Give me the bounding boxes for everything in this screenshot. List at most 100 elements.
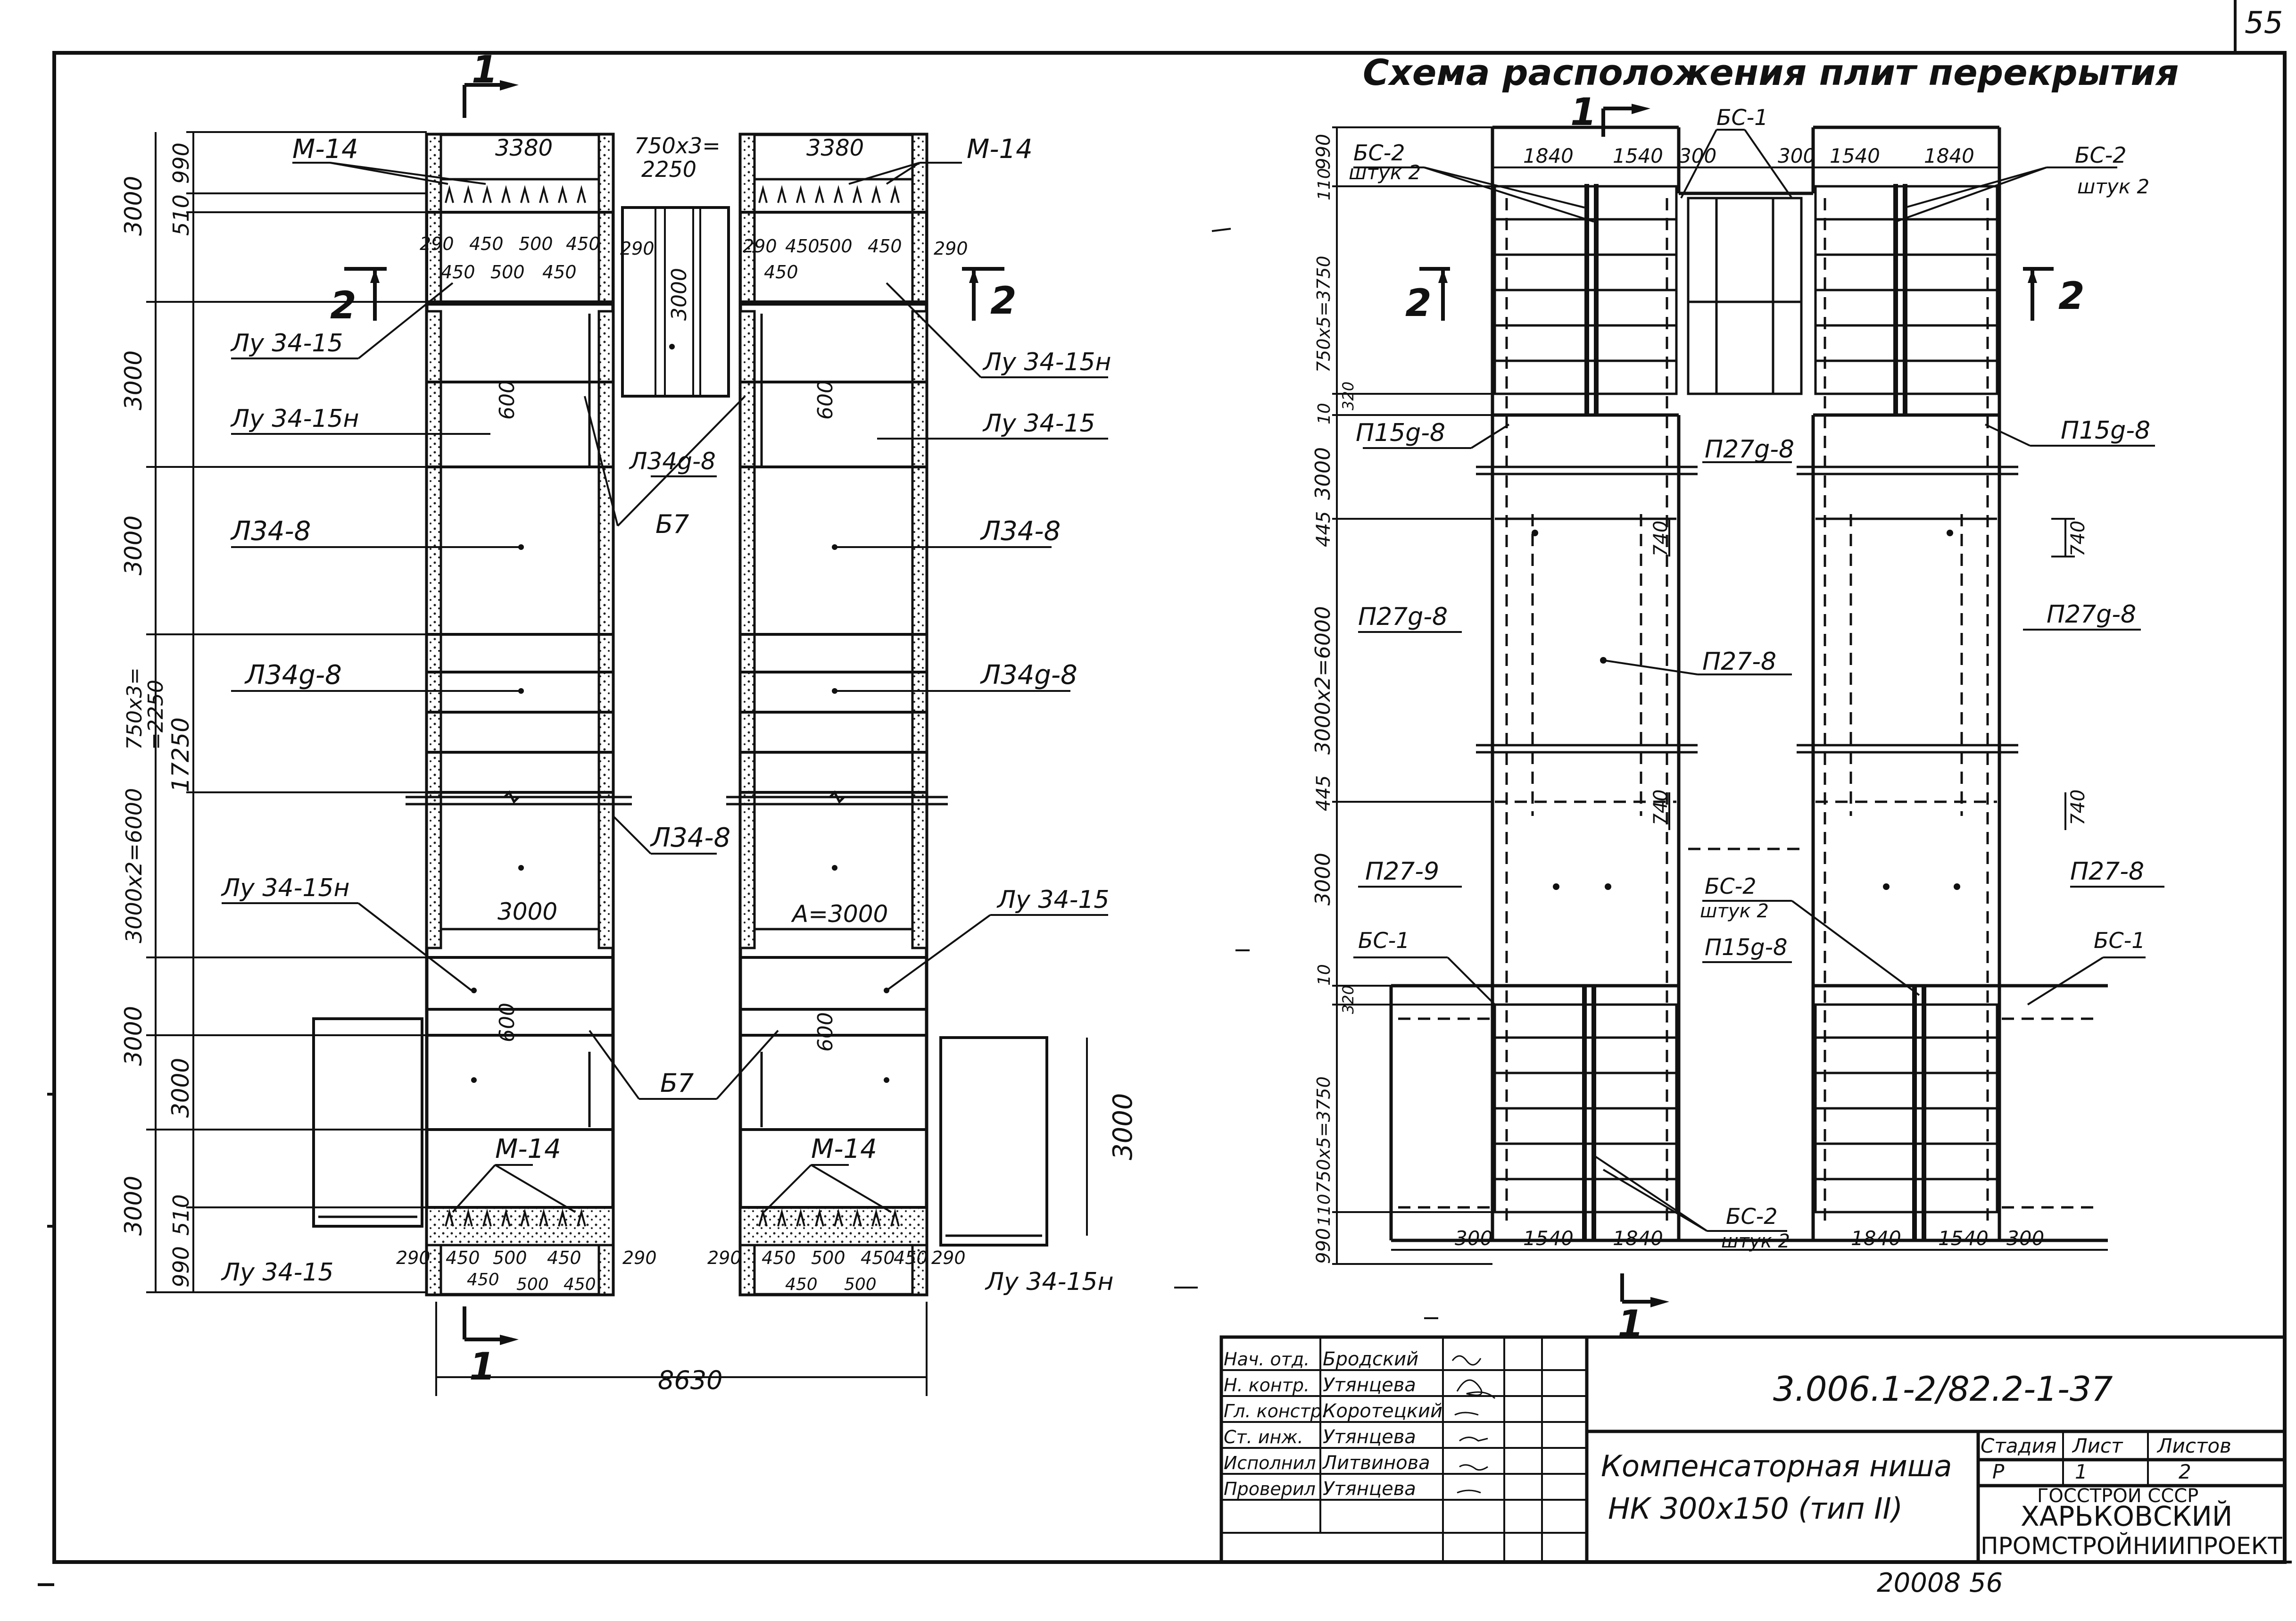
dim-label: 600 <box>495 380 519 420</box>
dim-label: 1840 <box>1613 1227 1663 1250</box>
element-label: Б7 <box>655 509 689 539</box>
dim-label: 3000 <box>1108 1093 1138 1160</box>
dim-label: 290 <box>707 1247 742 1268</box>
sheets-header: Листов <box>2156 1434 2231 1457</box>
dim-label: 3000 <box>1311 447 1335 500</box>
organization: ХАРЬКОВСКИЙ <box>2021 1500 2232 1532</box>
dim-label: 1540 <box>1830 144 1880 167</box>
document-name: НК 300x150 (тип II) <box>1608 1491 1903 1526</box>
section-mark: 1 <box>1570 90 1597 134</box>
element-label: П27g-8 <box>1705 435 1794 464</box>
dim-label: 600 <box>813 1012 837 1052</box>
element-label: П15g-8 <box>1705 934 1788 961</box>
dim-label: 3000 <box>120 1006 147 1066</box>
dim-label: 3000 <box>497 898 557 925</box>
element-label: БС-2 <box>2075 142 2127 168</box>
dim-label: 990 <box>1313 1228 1334 1264</box>
dim-label: 3000 <box>120 350 147 410</box>
element-label: М-14 <box>495 1134 561 1164</box>
dim-label: 510 <box>168 194 194 236</box>
dim-label: 290 <box>934 238 968 259</box>
dim-label: 3000 <box>120 176 147 236</box>
role-label: Ст. инж. <box>1224 1427 1303 1447</box>
section-mark: 2 <box>990 279 1017 323</box>
dim-label: 1540 <box>1938 1227 1989 1250</box>
dim-label: 445 <box>1313 511 1334 547</box>
right-plan: 1 1 2 2 1840 1540 300 300 1540 1840 300 … <box>1311 90 2164 1346</box>
element-label: П27g-8 <box>1358 603 1448 631</box>
element-label: П15g-8 <box>1356 419 1445 447</box>
dim-label: 450 <box>861 1247 895 1268</box>
dim-label: 1840 <box>1851 1227 1901 1250</box>
element-label: штук 2 <box>1700 900 1769 922</box>
element-label: штук 2 <box>1721 1230 1790 1252</box>
drawing-title: Схема расположения плит перекрытия <box>1363 51 2179 93</box>
element-label: Лу 34-15 <box>982 409 1095 438</box>
organization: ГОССТРОЙ СССР <box>2037 1484 2198 1507</box>
element-label: М-14 <box>967 134 1033 165</box>
dim-label: 1540 <box>1523 1227 1574 1250</box>
dim-label: 500 <box>844 1275 877 1294</box>
dim-label: 750x5=3750 <box>1313 256 1334 373</box>
dim-label: 300 <box>1778 144 1815 167</box>
element-label: П27g-8 <box>2047 600 2136 629</box>
dim-label: 500 <box>490 262 525 283</box>
dim-label: 450 <box>762 1247 796 1268</box>
dim-label: 290 <box>420 233 454 254</box>
person-name: Бродский <box>1323 1348 1418 1370</box>
person-name: Коротецкий <box>1323 1400 1442 1422</box>
person-name: Утянцева <box>1323 1478 1416 1500</box>
dim-label: 320 <box>1339 985 1357 1014</box>
dim-label: 3000x2=6000 <box>1311 606 1335 755</box>
dim-label: 3000 <box>1311 853 1335 906</box>
dim-label: 290 <box>743 236 777 257</box>
element-label: Л34-8 <box>650 823 730 853</box>
dim-label: 740 <box>1650 790 1672 825</box>
element-label: Л34g-8 <box>629 448 716 475</box>
element-label: БС-2 <box>1726 1204 1778 1229</box>
dim-label: 3000 <box>120 515 147 575</box>
element-label: Л34g-8 <box>244 660 342 690</box>
element-label: М-14 <box>811 1134 877 1164</box>
element-label: П27-8 <box>1702 648 1776 676</box>
dim-label: 300 <box>2006 1227 2044 1250</box>
dim-label: 750x3= <box>634 133 721 158</box>
element-label: штук 2 <box>2077 175 2149 198</box>
dim-label: 600 <box>495 1003 519 1042</box>
dim-label: 110 <box>1315 1194 1334 1226</box>
dim-label: 290 <box>396 1247 431 1268</box>
sheet-frame <box>38 0 2292 1586</box>
role-label: Проверил <box>1224 1479 1316 1499</box>
dim-label: 510 <box>168 1194 194 1236</box>
dim-label: 500 <box>493 1247 527 1268</box>
dim-label: 450 <box>785 1275 818 1294</box>
dim-label: 445 <box>1313 775 1334 811</box>
dim-label: 450 <box>441 262 475 283</box>
dim-label: 500 <box>516 1275 549 1294</box>
dim-label: 450 <box>467 1270 499 1289</box>
dim-label: 8630 <box>658 1365 722 1395</box>
dim-label: 3380 <box>806 135 864 161</box>
element-label: Лу 34-15 <box>230 329 343 357</box>
element-label: Л34-8 <box>230 516 311 547</box>
element-label: БС-1 <box>2094 928 2146 953</box>
dim-label: 2250 <box>641 157 696 182</box>
dim-label: 450 <box>547 1247 581 1268</box>
dim-label: 110 <box>1315 168 1334 200</box>
role-label: Гл. констр. <box>1224 1401 1327 1421</box>
dim-label: 450 <box>894 1247 928 1268</box>
element-label: Лу 34-15н <box>221 874 350 902</box>
dim-label: 450 <box>469 233 504 254</box>
dim-label: 300 <box>1679 144 1716 167</box>
dim-label: 500 <box>811 1247 845 1268</box>
role-label: Н. контр. <box>1224 1375 1310 1396</box>
title-block: Нач. отд. Н. контр. Гл. констр. Ст. инж.… <box>1219 1335 2287 1564</box>
dim-label: 300 <box>1455 1227 1492 1250</box>
person-name: Литвинова <box>1322 1452 1430 1474</box>
element-label: БС-1 <box>1716 105 1768 130</box>
section-mark: 2 <box>1405 281 1432 325</box>
dim-label: 1840 <box>1523 144 1574 167</box>
dim-label: 500 <box>818 236 853 257</box>
dim-label: 990 <box>1313 134 1334 170</box>
